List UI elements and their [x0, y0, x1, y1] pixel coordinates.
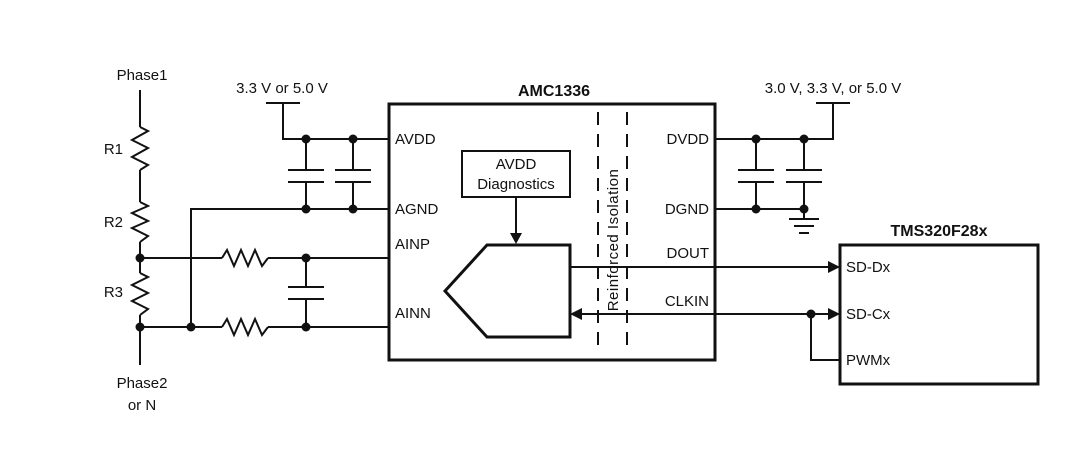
resistor-r3-symbol — [129, 272, 151, 316]
diagnostics-arrowhead — [510, 233, 522, 244]
diagnostics-label-line2: Diagnostics — [477, 176, 555, 193]
junction-dot — [751, 204, 761, 214]
ainn-series-resistor — [221, 316, 269, 338]
avdd-diagnostics-block — [461, 150, 571, 198]
pin-label-agnd: AGND — [395, 201, 439, 218]
agnd-return-wire — [190, 208, 389, 327]
junction-dot — [301, 253, 311, 263]
sdcx-arrowhead — [828, 308, 840, 320]
pin-label-sddx: SD-Dx — [846, 259, 891, 276]
r1-label: R1 — [104, 141, 123, 158]
junction-dot — [799, 134, 809, 144]
junction-dot — [135, 253, 145, 263]
phase2-label: Phase2 — [117, 375, 168, 392]
junction-dot — [301, 322, 311, 332]
phase1-label: Phase1 — [117, 67, 168, 84]
pin-label-clkin: CLKIN — [665, 293, 709, 310]
junction-dot — [348, 134, 358, 144]
right-supply-network — [715, 102, 850, 234]
pin-label-dout: DOUT — [667, 245, 710, 262]
junction-dots — [135, 134, 816, 332]
pin-label-pwmx: PWMx — [846, 352, 891, 369]
modulator-symbol — [442, 243, 572, 339]
dvdd-decoupling-cap-2 — [786, 139, 822, 209]
pwmx-wire — [810, 314, 840, 361]
r3-label: R3 — [104, 284, 123, 301]
ainp-series-resistor — [221, 247, 269, 269]
junction-dot — [301, 204, 311, 214]
pin-label-dgnd: DGND — [665, 201, 709, 218]
resistor-r2-symbol — [129, 201, 151, 243]
dvdd-supply-wire — [715, 103, 834, 140]
avdd-decoupling-cap-1 — [288, 139, 324, 209]
input-capacitor — [288, 258, 324, 327]
pin-label-ainn: AINN — [395, 305, 431, 322]
r2-label: R2 — [104, 214, 123, 231]
junction-dot — [799, 204, 809, 214]
pin-label-ainp: AINP — [395, 236, 430, 253]
tms320f28x-title: TMS320F28x — [891, 223, 988, 240]
junction-dot — [301, 134, 311, 144]
phase2-label-line2: or N — [128, 397, 156, 414]
amc1336-title: AMC1336 — [518, 83, 590, 100]
pin-label-sdcx: SD-Cx — [846, 306, 891, 323]
isolation-label: Reinforced Isolation — [605, 169, 622, 312]
clkin-arrowhead — [570, 308, 582, 320]
diagnostics-label-line1: AVDD — [496, 156, 537, 173]
digital-wiring — [570, 261, 840, 361]
right-supply-label: 3.0 V, 3.3 V, or 5.0 V — [765, 80, 902, 97]
pin-label-avdd: AVDD — [395, 131, 436, 148]
resistor-r1-symbol — [129, 126, 151, 171]
junction-dot — [806, 309, 816, 319]
tms320f28x-block — [838, 243, 1040, 386]
junction-dot — [348, 204, 358, 214]
avdd-supply-wire — [282, 103, 389, 140]
junction-dot — [751, 134, 761, 144]
left-supply-label: 3.3 V or 5.0 V — [236, 80, 328, 97]
left-supply-network — [190, 102, 389, 327]
avdd-decoupling-cap-2 — [335, 139, 371, 209]
isolation-barrier — [597, 112, 628, 350]
junction-dot — [135, 322, 145, 332]
dvdd-decoupling-cap-1 — [738, 139, 774, 209]
sddx-arrowhead — [828, 261, 840, 273]
pin-label-dvdd: DVDD — [666, 131, 709, 148]
junction-dot — [186, 322, 196, 332]
